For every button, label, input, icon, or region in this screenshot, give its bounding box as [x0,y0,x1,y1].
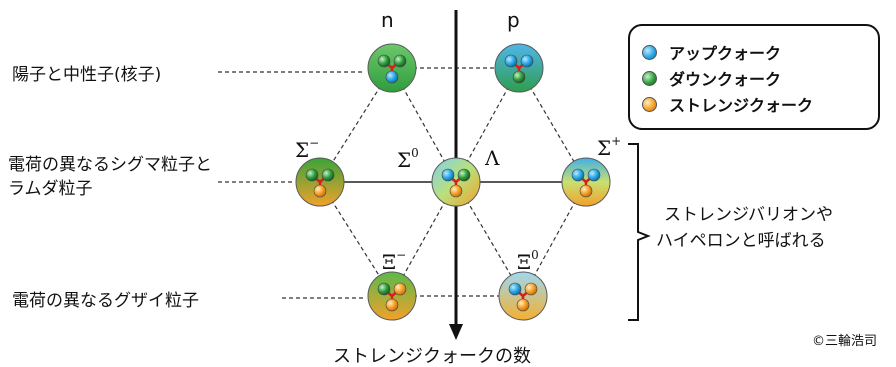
xi-minus-baryon [367,271,417,321]
proton-baryon [494,43,544,93]
xi-label: 電荷の異なるグザイ粒子 [12,291,199,311]
down-quark [457,168,471,182]
quark-legend: アップクォーク ダウンクォーク ストレンジクォーク [628,24,880,130]
neutron-axis-label: n [381,8,394,32]
nucleon-label: 陽子と中性子(核子) [12,65,162,85]
hyperon-bracket [628,143,651,321]
sigma-zero-label: Σ0 [397,146,419,172]
label-leader-lines [218,71,365,299]
legend-up: アップクォーク [642,40,781,64]
sigma-lambda-label-line2: ラムダ粒子 [8,179,93,199]
xi-zero-baryon [498,271,548,321]
strange-quark [579,184,593,198]
down-quark [377,282,391,296]
legend-down: ダウンクォーク [642,66,781,90]
strange-count-axis-label: ストレンジクォークの数 [333,346,531,367]
up-quark [587,168,601,182]
up-quark-icon [642,44,657,60]
down-quark [305,168,319,182]
strange-quark [385,298,399,312]
down-quark [377,54,391,68]
strange-quark [393,282,407,296]
sigma-minus-label: Σ− [295,136,320,162]
up-quark [441,168,455,182]
up-quark [385,70,399,84]
baryon-particles [295,43,611,321]
up-quark [520,54,534,68]
down-quark-icon [642,70,657,86]
up-quark [508,282,522,296]
strange-quark [516,298,530,312]
sigma-minus-baryon [295,157,345,207]
hyperon-label-line1: ストレンジバリオンや [664,205,833,225]
sigma-zero-baryon [431,157,481,207]
xi-minus-label: Ξ− [382,248,407,274]
sigma-plus-label: Σ+ [597,134,622,160]
up-quark [571,168,585,182]
legend-strange-label: ストレンジクォーク [669,96,814,115]
sigma-lambda-label-line1: 電荷の異なるシグマ粒子と [8,155,212,175]
up-quark [504,54,518,68]
axis-arrowhead [449,324,463,340]
proton-axis-label: p [507,8,520,32]
hyperon-label-line2: ハイペロンと呼ばれる [656,231,826,251]
down-quark [321,168,335,182]
strange-quark [313,184,327,198]
legend-down-label: ダウンクォーク [669,70,782,89]
legend-strange: ストレンジクォーク [642,92,813,116]
neutron-baryon [367,43,417,93]
xi-zero-label: Ξ0 [517,248,539,274]
strange-quark [524,282,538,296]
strange-quark [449,184,463,198]
sigma-plus-baryon [561,157,611,207]
legend-up-label: アップクォーク [669,44,782,63]
strange-quark-icon [642,96,657,112]
copyright: ©三輪浩司 [812,334,878,349]
down-quark [393,54,407,68]
lambda-label: Λ [485,146,500,170]
down-quark [512,70,526,84]
